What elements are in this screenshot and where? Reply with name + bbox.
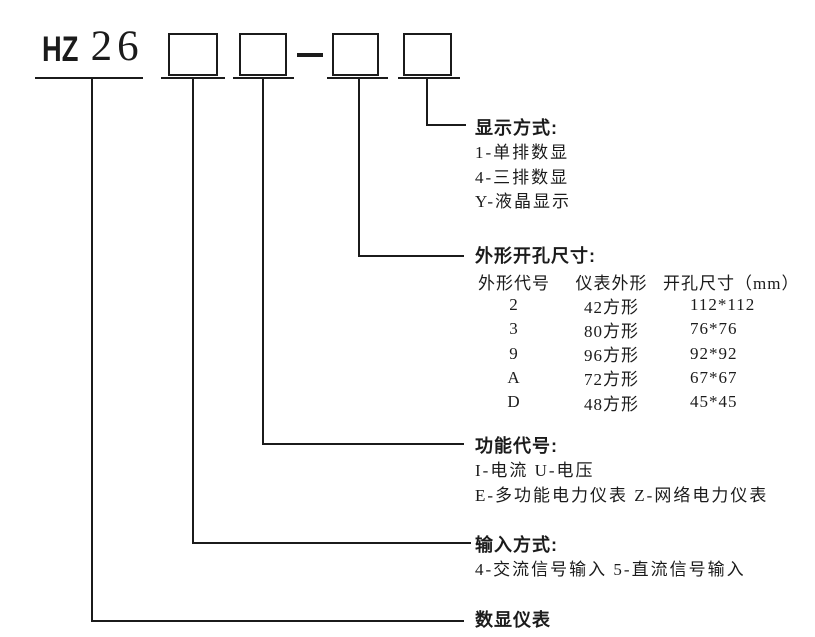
- underline-box-3: [327, 77, 388, 79]
- section-input-mode: 输入方式: 4-交流信号输入 5-直流信号输入: [475, 533, 746, 583]
- connector-display-horizontal: [426, 124, 466, 126]
- section-input-mode-title: 输入方式:: [475, 535, 558, 555]
- table-row: 2 42方形 112*112: [475, 293, 799, 317]
- input-mode-option: 4-交流信号输入 5-直流信号输入: [475, 560, 746, 579]
- connector-function-horizontal: [262, 443, 464, 445]
- cell-meter-shape: 96方形: [584, 346, 639, 366]
- section-dimensions-title: 外形开孔尺寸:: [475, 246, 596, 266]
- section-dimensions: 外形开孔尺寸: 外形代号 仪表外形 开孔尺寸（mm） 2 42方形 112*11…: [475, 244, 799, 414]
- connector-function-vertical: [262, 79, 264, 445]
- connector-input-vertical: [192, 79, 194, 544]
- section-function-code: 功能代号: I-电流 U-电压 E-多功能电力仪表 Z-网络电力仪表: [475, 434, 768, 508]
- dimensions-table: 外形代号 仪表外形 开孔尺寸（mm） 2 42方形 112*112 3 80方形…: [475, 269, 799, 414]
- brand-prefix: HZ: [42, 30, 79, 69]
- connector-display-vertical: [426, 79, 428, 126]
- model-separator-dash: [297, 53, 323, 57]
- connector-dimensions-vertical: [358, 79, 360, 257]
- cell-case-code: 9: [509, 343, 519, 363]
- cell-meter-shape: 80方形: [584, 321, 639, 341]
- cell-cutout: 45*45: [690, 392, 738, 412]
- code-box-function-code: [239, 33, 287, 76]
- cell-cutout: 76*76: [690, 319, 738, 339]
- dimensions-table-header: 外形代号 仪表外形 开孔尺寸（mm）: [475, 269, 799, 293]
- connector-dimensions-horizontal: [358, 255, 464, 257]
- cell-meter-shape: 42方形: [584, 297, 639, 317]
- brand: HZ 26: [42, 22, 144, 68]
- cell-case-code: 2: [509, 295, 519, 315]
- function-code-option: I-电流 U-电压: [475, 461, 595, 480]
- underline-box-2: [233, 77, 294, 79]
- cell-cutout: 92*92: [690, 343, 738, 363]
- code-box-display-mode: [403, 33, 452, 76]
- connector-input-horizontal: [192, 542, 471, 544]
- underline-box-1: [161, 77, 225, 79]
- display-mode-option: 1-单排数显: [475, 143, 570, 162]
- display-mode-option: Y-液晶显示: [475, 192, 572, 211]
- section-product-family-title: 数显仪表: [475, 610, 551, 630]
- cell-cutout: 112*112: [690, 295, 756, 315]
- cell-case-code: D: [507, 392, 521, 412]
- column-header-meter-shape: 仪表外形: [575, 273, 648, 293]
- code-box-case-size: [332, 33, 379, 76]
- section-function-code-title: 功能代号:: [475, 436, 558, 456]
- code-box-input-mode: [168, 33, 218, 76]
- connector-product-horizontal: [91, 620, 464, 622]
- underline-brand: [35, 77, 143, 79]
- section-display-mode: 显示方式: 1-单排数显 4-三排数显 Y-液晶显示: [475, 116, 571, 215]
- brand-series: 26: [90, 23, 144, 70]
- table-row: 9 96方形 92*92: [475, 342, 799, 366]
- table-row: 3 80方形 76*76: [475, 317, 799, 341]
- column-header-case-code: 外形代号: [478, 273, 550, 293]
- table-row: A 72方形 67*67: [475, 366, 799, 390]
- function-code-option: E-多功能电力仪表 Z-网络电力仪表: [475, 485, 769, 505]
- section-display-mode-title: 显示方式:: [475, 118, 558, 138]
- cell-case-code: A: [507, 367, 521, 387]
- connector-product-vertical: [91, 79, 93, 622]
- cell-cutout: 67*67: [690, 367, 738, 387]
- section-product-family: 数显仪表: [475, 608, 551, 633]
- cell-case-code: 3: [509, 319, 519, 339]
- column-header-cutout: 开孔尺寸（mm）: [663, 273, 800, 293]
- table-row: D 48方形 45*45: [475, 390, 799, 414]
- display-mode-option: 4-三排数显: [475, 167, 570, 187]
- cell-meter-shape: 72方形: [584, 370, 639, 390]
- cell-meter-shape: 48方形: [584, 394, 639, 414]
- underline-box-4: [398, 77, 460, 79]
